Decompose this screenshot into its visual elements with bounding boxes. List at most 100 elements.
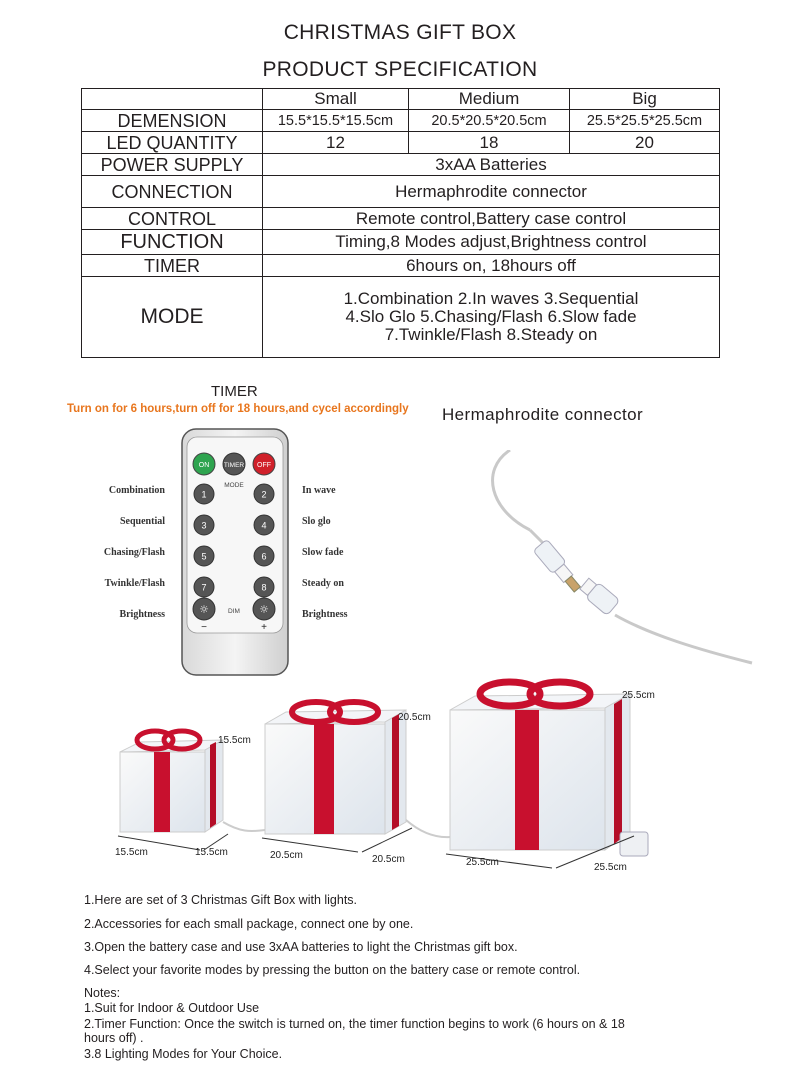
step-2: 2.Accessories for each small package, co… [84, 917, 414, 931]
dimension-small: 15.5*15.5*15.5cm [262, 109, 409, 132]
function-label: FUNCTION [81, 229, 263, 255]
small-depth-label: 15.5cm [195, 847, 228, 858]
step-1: 1.Here are set of 3 Christmas Gift Box w… [84, 893, 358, 907]
mode-button-4[interactable] [253, 514, 275, 536]
col-medium: Medium [408, 88, 570, 110]
col-small: Small [262, 88, 409, 110]
mode-button-label: 6 [261, 552, 266, 562]
function-row: FUNCTION Timing,8 Modes adjust,Brightnes… [81, 229, 720, 255]
connector-female-icon [579, 577, 619, 615]
mode-button-6[interactable] [253, 545, 275, 567]
power-label: POWER SUPPLY [81, 153, 263, 176]
medium-depth-line [361, 827, 413, 853]
remote-label-chasing: Chasing/Flash [103, 547, 165, 558]
mode-button-label: 4 [261, 521, 266, 531]
dimension-row: DEMENSION 15.5*15.5*15.5cm 20.5*20.5*20.… [81, 109, 720, 132]
big-width-line [445, 853, 553, 869]
remote-label-slo-glo: Slo glo [302, 516, 331, 527]
timer-label: TIMER [81, 254, 263, 277]
big-width-label: 25.5cm [466, 857, 499, 868]
on-button[interactable] [192, 452, 216, 476]
mode-button-7[interactable] [193, 576, 215, 598]
function-value: Timing,8 Modes adjust,Brightness control [262, 229, 720, 255]
timer-button[interactable] [222, 452, 246, 476]
mode-line-3: 7.Twinkle/Flash 8.Steady on [384, 325, 598, 344]
led-row: LED QUANTITY 12 18 20 [81, 131, 720, 154]
step-4: 4.Select your favorite modes by pressing… [84, 963, 581, 977]
link-cable-1 [222, 821, 266, 832]
connection-label: CONNECTION [81, 175, 263, 208]
mode-button-label: 3 [201, 521, 206, 531]
power-row: POWER SUPPLY 3xAA Batteries [81, 153, 720, 176]
medium-height-label: 20.5cm [398, 712, 431, 723]
mode-label: MODE [81, 276, 263, 358]
small-width-line [117, 835, 201, 851]
timer-row: TIMER 6hours on, 18hours off [81, 254, 720, 277]
led-label: LED QUANTITY [81, 131, 263, 154]
minus-sign: − [201, 622, 207, 633]
timer-section-subtitle: Turn on for 6 hours,turn off for 18 hour… [67, 403, 409, 415]
medium-depth-label: 20.5cm [372, 854, 405, 865]
col-big: Big [569, 88, 720, 110]
page-title: CHRISTMAS GIFT BOX [283, 21, 517, 44]
mode-caption: MODE [224, 482, 244, 489]
remote-label-steady-on: Steady on [302, 578, 344, 589]
mode-button-1[interactable] [193, 483, 215, 505]
led-big: 20 [569, 131, 720, 154]
mode-button-5[interactable] [193, 545, 215, 567]
mode-value: 1.Combination 2.In waves 3.Sequential 4.… [262, 276, 720, 358]
connection-value: Hermaphrodite connector [262, 175, 720, 208]
mode-button-label: 8 [261, 583, 266, 593]
gift-boxes-image [117, 678, 649, 869]
step-3: 3.Open the battery case and use 3xAA bat… [84, 940, 518, 954]
sun-icon: ☼ [259, 603, 269, 616]
cable-lower [614, 613, 753, 665]
connector-image [491, 450, 753, 665]
control-row: CONTROL Remote control,Battery case cont… [81, 207, 720, 230]
off-button[interactable] [252, 452, 276, 476]
big-depth-label: 25.5cm [594, 862, 627, 873]
remote-label-in-wave: In wave [302, 485, 336, 496]
on-button-label: ON [199, 462, 210, 469]
spec-header-row: Small Medium Big [81, 88, 720, 110]
led-medium: 18 [408, 131, 570, 154]
dimension-medium: 20.5*20.5*20.5cm [408, 109, 570, 132]
control-value: Remote control,Battery case control [262, 207, 720, 230]
small-width-label: 15.5cm [115, 847, 148, 858]
mode-button-label: 1 [201, 490, 206, 500]
link-cable-2 [405, 819, 451, 839]
connector-male-icon [534, 540, 582, 593]
small-depth-line [203, 833, 229, 851]
timer-value: 6hours on, 18hours off [262, 254, 720, 277]
note-2: 2.Timer Function: Once the switch is tur… [84, 1017, 625, 1031]
connection-row: CONNECTION Hermaphrodite connector [81, 175, 720, 208]
remote-label-sequential: Sequential [119, 516, 165, 527]
timer-button-label: TIMER [224, 462, 245, 469]
power-value: 3xAA Batteries [262, 153, 720, 176]
plus-sign: + [261, 622, 267, 633]
sun-icon: ☼ [199, 603, 209, 616]
notes-heading: Notes: [84, 986, 121, 1000]
big-height-label: 25.5cm [622, 690, 655, 701]
mode-button-label: 7 [201, 583, 206, 593]
mode-button-8[interactable] [253, 576, 275, 598]
dimension-label: DEMENSION [81, 109, 263, 132]
timer-section-title: TIMER [211, 383, 258, 400]
off-button-label: OFF [257, 462, 271, 469]
page-subtitle: PRODUCT SPECIFICATION [262, 58, 538, 81]
mode-button-2[interactable] [253, 483, 275, 505]
spec-table: Small Medium Big DEMENSION 15.5*15.5*15.… [81, 88, 720, 358]
connector-title: Hermaphrodite connector [442, 405, 644, 424]
mode-button-3[interactable] [193, 514, 215, 536]
dim-caption: DIM [228, 608, 240, 615]
dim-minus-button[interactable] [192, 597, 216, 621]
battery-case-icon [619, 831, 649, 857]
big-depth-line [555, 835, 635, 869]
remote-label-twinkle: Twinkle/Flash [104, 578, 165, 589]
dimension-big: 25.5*25.5*25.5cm [569, 109, 720, 132]
dim-plus-button[interactable] [252, 597, 276, 621]
mode-button-label: 2 [261, 490, 266, 500]
small-gift-box [119, 728, 224, 833]
